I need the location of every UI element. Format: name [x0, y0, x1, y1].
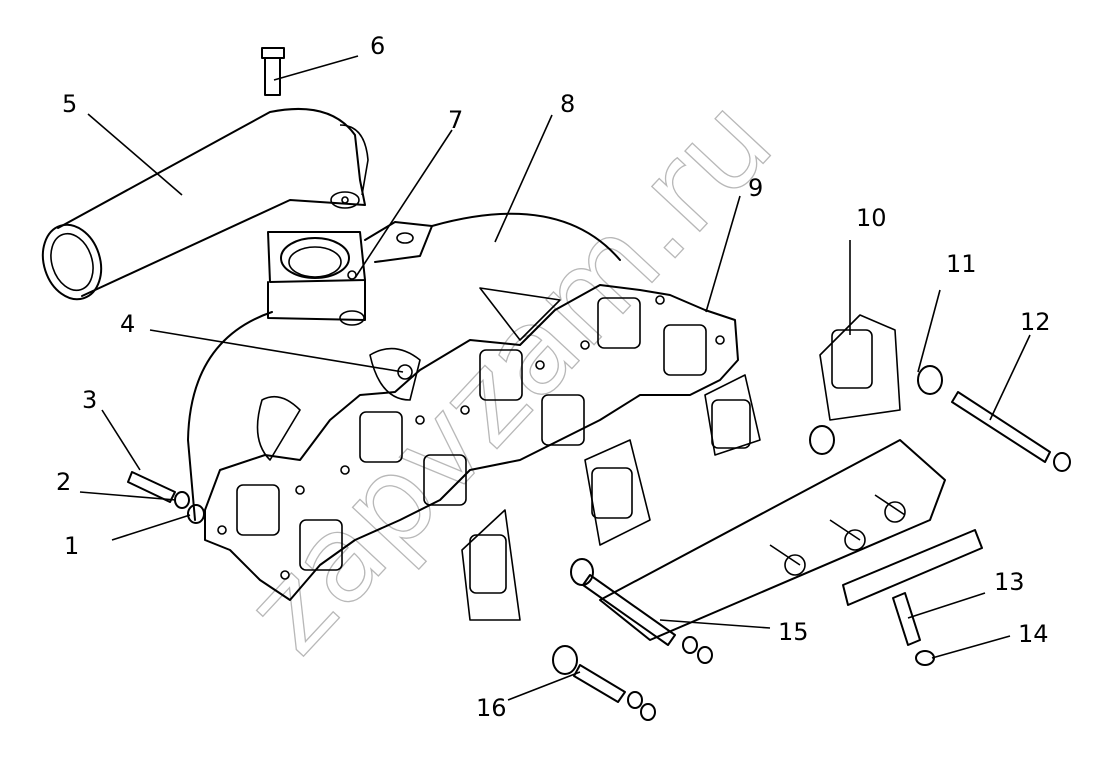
manifold-body-part-8 — [187, 212, 621, 521]
bolt-part-6 — [261, 47, 285, 96]
intake-pipe-part-5 — [41, 108, 369, 301]
callout-12: 12 — [1020, 308, 1051, 336]
callout-11: 11 — [946, 250, 977, 278]
callout-13: 13 — [994, 568, 1025, 596]
callout-labels: 1 2 3 4 5 6 7 8 9 10 11 12 13 14 15 16 — [56, 32, 1051, 722]
callout-8: 8 — [560, 90, 575, 118]
callout-3: 3 — [82, 386, 97, 414]
stud-part-3 — [127, 471, 176, 503]
callout-6: 6 — [370, 32, 385, 60]
callout-15: 15 — [778, 618, 809, 646]
stud-part-15 — [582, 574, 713, 664]
callout-4: 4 — [120, 310, 135, 338]
stud-part-12 — [951, 391, 1071, 472]
callout-10: 10 — [856, 204, 887, 232]
callout-14: 14 — [1018, 620, 1049, 648]
callout-7: 7 — [448, 106, 463, 134]
nut-part-14 — [915, 650, 935, 666]
callout-1: 1 — [64, 532, 79, 560]
flange-gasket-part-7 — [267, 221, 433, 326]
washer-part-2 — [174, 491, 190, 509]
exhaust-manifold — [461, 314, 983, 675]
manifold-gasket-part-9 — [204, 284, 739, 601]
stud-part-16 — [573, 664, 656, 721]
callout-2: 2 — [56, 468, 71, 496]
callout-5: 5 — [62, 90, 77, 118]
callout-9: 9 — [748, 174, 763, 202]
nut-part-1 — [187, 504, 205, 524]
watermark-text: zapvzam.ru — [220, 73, 800, 680]
stud-part-13 — [892, 592, 921, 646]
leader-lines — [79, 55, 1031, 701]
callout-16: 16 — [476, 694, 507, 722]
